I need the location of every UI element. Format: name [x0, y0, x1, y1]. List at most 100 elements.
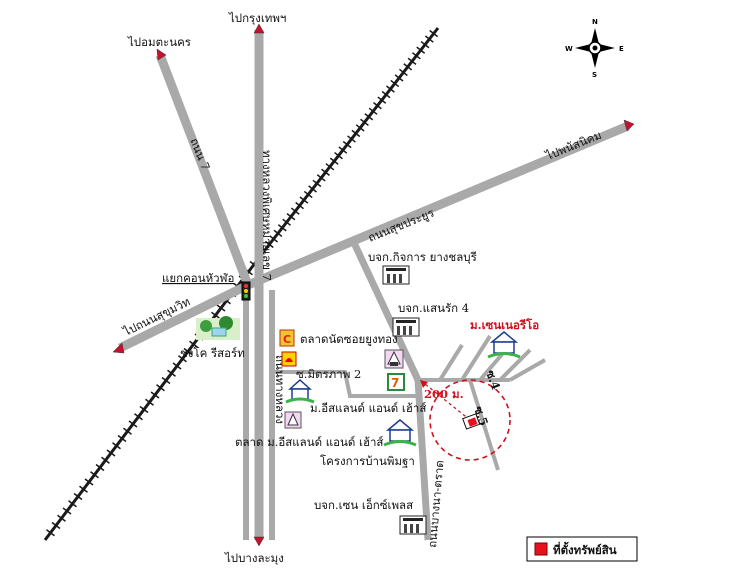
rail-tie — [277, 224, 287, 232]
rail-tie — [416, 46, 426, 54]
rail-tie — [394, 74, 404, 82]
rail-tie — [316, 174, 326, 182]
rail-tie — [351, 129, 361, 138]
rail-tie — [364, 113, 374, 121]
label-highway: ถนนทางหลวง — [273, 355, 287, 424]
road-network — [118, 30, 630, 541]
direction-arrows — [112, 23, 635, 547]
rail-tie — [183, 347, 193, 356]
rail-tie — [381, 90, 391, 99]
label-market: ตลาดนัดซอยยูงทอง — [300, 332, 398, 346]
label-mitraphap: ซ.มิตรภาพ 2 — [296, 367, 361, 381]
resort-icon — [196, 316, 240, 340]
compass-e: E — [619, 45, 624, 53]
rail-tie — [282, 218, 292, 226]
rail-tie — [290, 207, 300, 215]
rail-tie — [139, 405, 149, 414]
seven-eleven-icon: 7 — [387, 373, 405, 391]
label-village-highlight: ม.เซนเนอรีโอ — [470, 317, 539, 332]
rail-tie — [295, 201, 305, 210]
rail-tie — [373, 102, 382, 110]
label-company-3: บจก.เซน เอ็กซ์เพลส — [314, 497, 413, 512]
arrow-down-banglamung — [253, 536, 265, 547]
rail-tie — [321, 168, 330, 176]
traffic-light-icon — [241, 281, 251, 301]
svg-text:7: 7 — [391, 376, 399, 390]
rail-tie — [101, 456, 110, 464]
label-market-2: ตลาด ม.อีสแลนด์ แอนด์ เฮ้าส์ — [235, 435, 383, 449]
rail-tie — [334, 151, 343, 160]
rail-tie — [84, 478, 94, 486]
property-radius — [419, 379, 511, 461]
rail-tie — [95, 463, 105, 472]
rail-tie — [161, 376, 171, 385]
rail-tie — [106, 449, 116, 457]
label-bangna: ถนนบางนา-ตราด — [425, 460, 447, 549]
rail-tie — [73, 492, 83, 501]
label-soi: ซ.4 — [483, 368, 503, 391]
rail-tie — [360, 118, 369, 127]
rail-tie — [264, 240, 274, 249]
compass-n: N — [592, 18, 598, 26]
rail-tie — [368, 107, 378, 115]
factory-icon-2 — [392, 317, 420, 337]
label-company-2: บจก.แสนรัก 4 — [398, 301, 469, 315]
rail-tie — [57, 514, 66, 522]
arrow-amata — [156, 48, 167, 61]
house-icon-2 — [383, 419, 417, 447]
property-marker-icon — [462, 413, 481, 430]
rail-tie — [90, 471, 99, 479]
rail-tie — [46, 529, 55, 537]
arrow-up-bangkok — [253, 23, 265, 34]
label-to-phanat: ไปพนัสนิคม — [543, 128, 604, 163]
rail-tie — [347, 135, 356, 143]
rail-tie — [420, 40, 430, 49]
gas-station-icon — [281, 351, 297, 367]
rail-tie — [273, 229, 283, 238]
rail-tie — [299, 196, 309, 204]
arrow-phanat — [623, 119, 635, 132]
legend: ที่ตั้งทรัพย์สิน — [526, 536, 638, 562]
rail-tie — [407, 57, 417, 65]
label-highway-7: ทางหลวงพิเศษหมายเลข 7 — [260, 150, 274, 281]
arrow-sukhumvit — [112, 342, 125, 354]
railway-right — [263, 27, 440, 251]
svg-text:C: C — [283, 333, 291, 346]
rail-tie — [145, 398, 154, 406]
label-to-amata: ไปอมตะนคร — [127, 35, 191, 49]
rail-tie — [123, 427, 132, 435]
rail-tie — [411, 52, 421, 60]
house-icon-3 — [487, 331, 521, 359]
label-to-banglamung: ไปบางละมุง — [224, 551, 284, 565]
rail-tie — [156, 384, 165, 392]
rail-tie — [403, 63, 413, 71]
rail-tie — [355, 124, 365, 132]
rail-tie — [269, 235, 279, 243]
rail-tie — [386, 85, 395, 93]
rail-tie — [68, 500, 77, 508]
label-distance: 200 ม. — [424, 387, 464, 401]
rail-tie — [112, 442, 121, 450]
rail-tie — [117, 434, 127, 443]
rail-tie — [308, 185, 317, 193]
factory-icon — [382, 265, 410, 285]
temple-icon — [384, 349, 404, 369]
rail-tie — [51, 521, 61, 530]
house-icon — [285, 378, 315, 404]
rail-tie — [286, 213, 296, 221]
rail-tie — [134, 413, 143, 421]
label-sukprayoon: ถนนสุขประยูร — [366, 206, 436, 245]
rail-tie — [178, 355, 187, 363]
compass-w: W — [565, 45, 573, 53]
rail-tie — [303, 190, 313, 199]
rail-tie — [79, 485, 88, 493]
rail-tie — [377, 96, 387, 104]
rail-tie — [216, 304, 226, 312]
label-village-1: ม.อีสแลนด์ แอนด์ เฮ้าส์ — [310, 401, 426, 415]
rail-tie — [189, 340, 198, 348]
legend-label: ที่ตั้งทรัพย์สิน — [553, 541, 617, 557]
label-project: โครงการบ้านพิมฐา — [320, 454, 415, 468]
compass-s: S — [592, 71, 597, 79]
rail-tie — [424, 35, 434, 43]
